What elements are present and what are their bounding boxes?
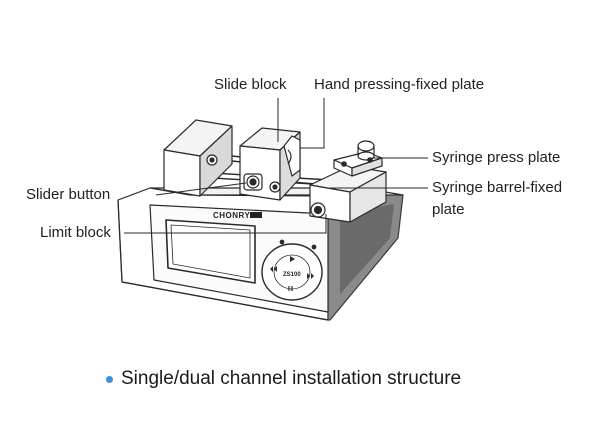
label-limit-block: Limit block [40,224,111,241]
caption-text: Single/dual channel installation structu… [121,368,462,389]
label-barrel-line2: plate [432,201,465,218]
front-panel [149,204,329,313]
syringe-assembly [309,140,387,223]
display-code-text: ZS100 [283,272,301,278]
label-slider-button: Slider button [26,186,111,203]
slide-block [239,127,301,201]
label-hand-plate: Hand pressing-fixed plate [314,76,485,93]
display-code: ZS100 [283,272,301,278]
caption: Single/dual channel installation structu… [106,368,461,390]
brand-text: CHONRY [213,211,251,220]
caption-bullet-icon [106,375,113,383]
label-slide-block: Slide block [214,76,287,93]
motor-block [163,119,233,197]
leader-limit-block [124,214,327,234]
brand-logo: CHONRY [213,211,262,220]
label-syringe-press: Syringe press plate [432,149,561,166]
callout-lines [124,98,428,234]
label-barrel-line1: Syringe barrel-fixed [432,179,563,196]
leader-hand-plate [300,98,325,149]
leader-slider-button [155,182,247,196]
